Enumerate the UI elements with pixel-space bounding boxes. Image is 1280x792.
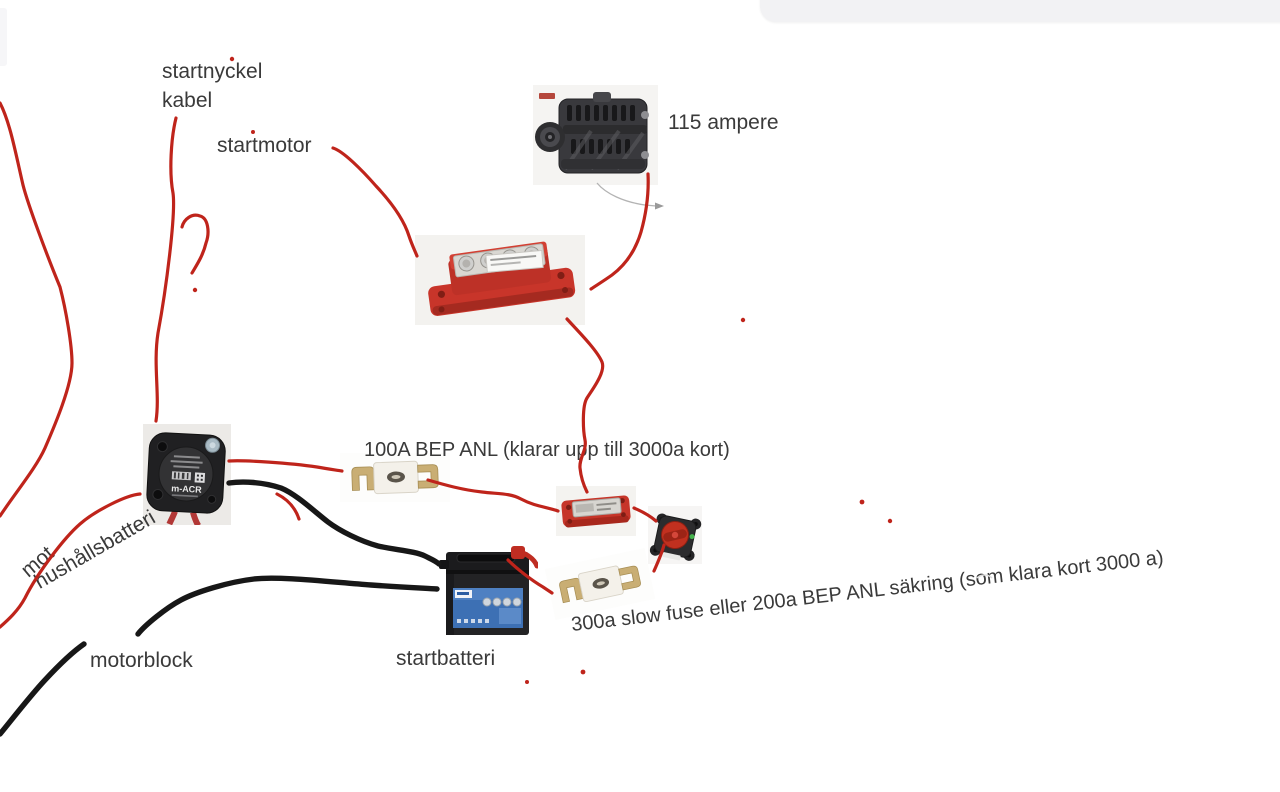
wire-left-long: [0, 101, 74, 518]
wire-small-arc: [275, 492, 301, 521]
alternator-pointer-arrowhead: [655, 202, 664, 210]
red-dot: [859, 499, 865, 505]
busbar-large-illustration: [428, 241, 576, 316]
busbar-small-photo: [556, 486, 636, 536]
battery-switch-photo: [648, 506, 702, 564]
label-startbatteri: startbatteri: [396, 647, 496, 670]
battery-switch-illustration: [649, 513, 702, 561]
alternator-photo: [533, 85, 658, 185]
top-right-panel-fragment: [760, 0, 1280, 22]
acr-label-text: m-ACR: [171, 483, 202, 495]
wire-startnyckel-to-acr: [154, 116, 178, 423]
label-startnyckel-line2: kabel: [162, 88, 213, 112]
busbar-small-illustration: [561, 495, 631, 528]
label-startnyckel-line1: startnyckel: [162, 60, 263, 83]
wire-alternator-to-busbar: [589, 172, 650, 291]
alternator-pointer-line: [596, 182, 657, 207]
label-motorblock: motorblock: [90, 649, 193, 672]
wire-busbar-to-small-busbar: [565, 317, 605, 494]
label-115-ampere: 115 ampere: [668, 111, 779, 134]
cable-motorblock: [0, 641, 87, 737]
label-fuse-100a: 100A BEP ANL (klarar upp till 3000a kort…: [364, 439, 730, 461]
wire-startmotor-to-busbar: [331, 146, 419, 258]
red-dot: [887, 518, 893, 524]
battery-photo: [437, 544, 538, 641]
acr-illustration: m-ACR: [146, 432, 226, 525]
battery-illustration: [439, 546, 538, 635]
busbar-large-photo: [415, 235, 585, 325]
alternator-illustration: [535, 92, 649, 174]
wire-acr-to-fuse100: [227, 459, 344, 473]
wire-hook-squiggle: [180, 213, 210, 275]
red-dot: [580, 669, 586, 675]
cable-lower-to-battery: [135, 575, 440, 637]
label-startnyckel: startnyckel kabel: [162, 58, 262, 116]
red-dot: [192, 287, 198, 293]
acr-photo: m-ACR: [143, 424, 231, 525]
red-dot: [525, 680, 529, 684]
label-startmotor: startmotor: [217, 134, 312, 157]
fuse-300a-illustration: [559, 565, 641, 604]
fuse-300a-photo: [544, 547, 656, 621]
red-dot: [740, 317, 746, 323]
left-edge-panel-fragment: [0, 8, 7, 66]
